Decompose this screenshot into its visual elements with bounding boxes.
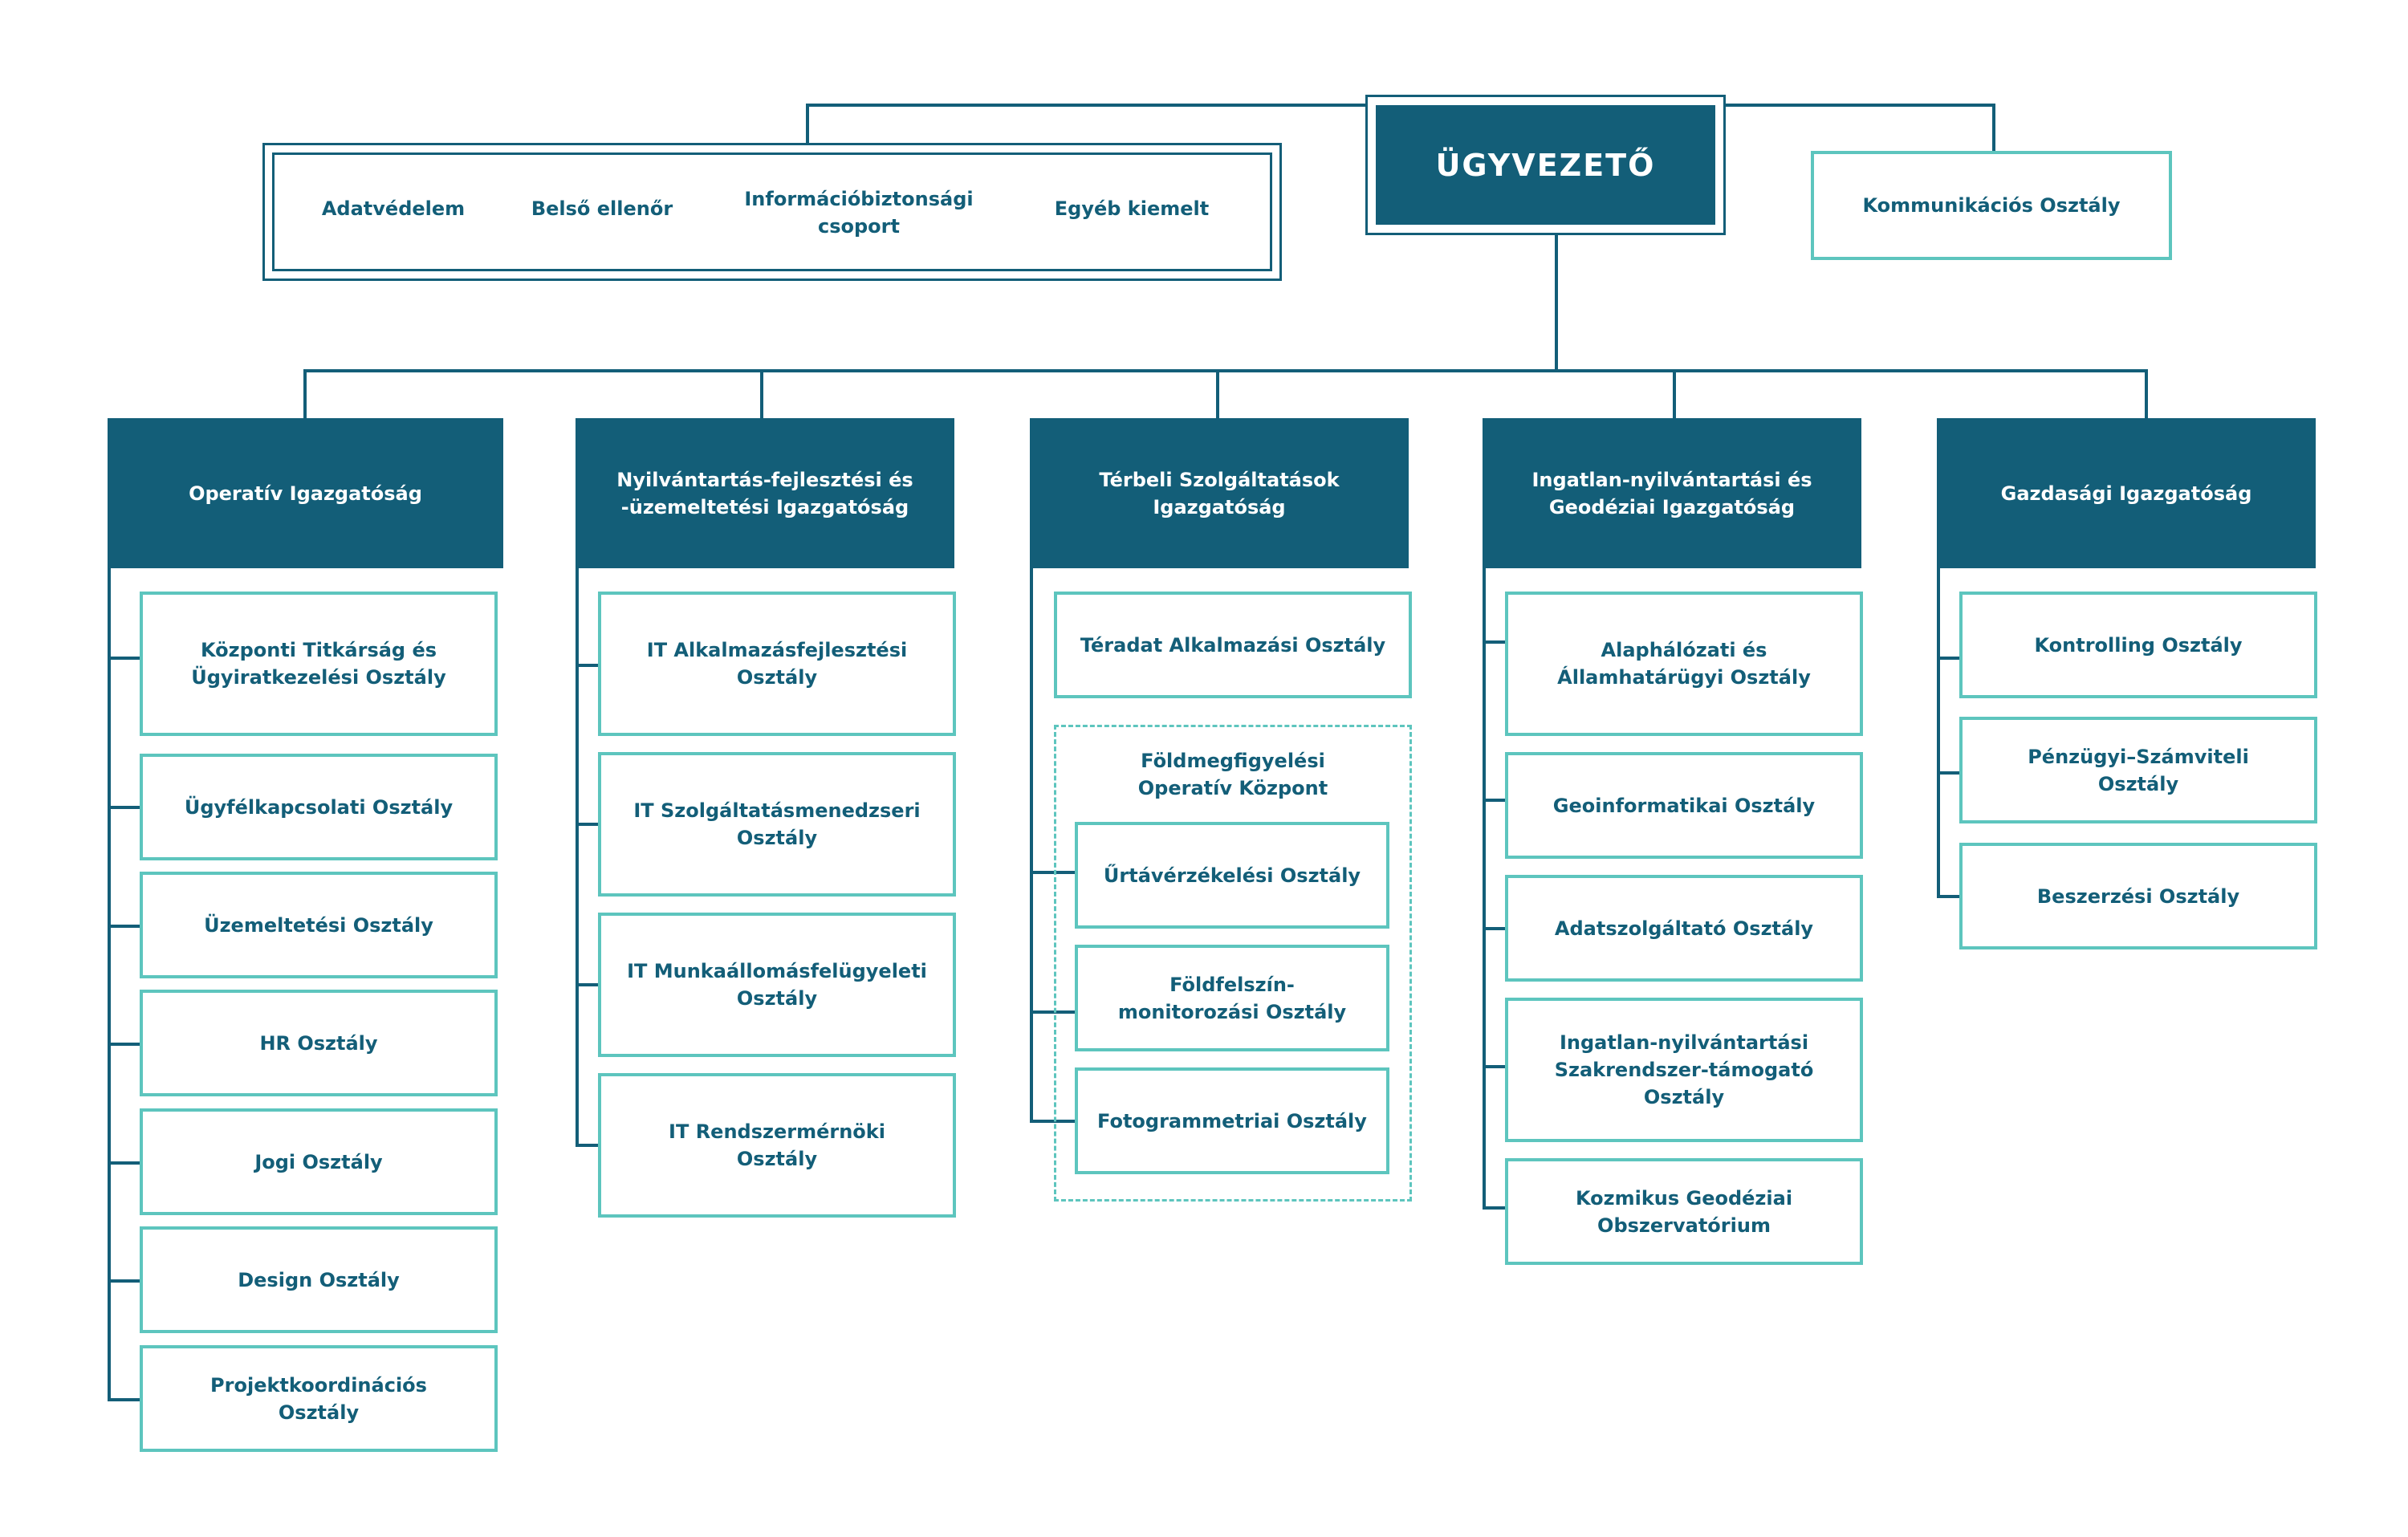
- connector-line: [1216, 369, 1219, 419]
- department-box: Fotogrammetriai Osztály: [1075, 1067, 1389, 1174]
- connector-line: [760, 369, 763, 419]
- connector-line: [1937, 657, 1959, 660]
- department-box: Üzemeltetési Osztály: [140, 872, 498, 978]
- staff-unit-belso-ellenor: Belső ellenőr: [531, 197, 673, 220]
- connector-line: [108, 1043, 140, 1046]
- directorate-header-terbeli: Térbeli Szolgáltatások Igazgatóság: [1030, 418, 1409, 568]
- connector-line: [2145, 369, 2148, 419]
- department-box: Központi Titkárság és Ügyiratkezelési Os…: [140, 592, 498, 736]
- connector-line: [1937, 771, 1959, 775]
- communications-box: Kommunikációs Osztály: [1811, 151, 2172, 260]
- connector-line: [1030, 567, 1033, 1123]
- department-box: Ingatlan-nyilvántartási Szakrendszer-tám…: [1505, 998, 1863, 1142]
- connector-line: [1030, 871, 1075, 874]
- operative-center-frame: [1054, 725, 1412, 1202]
- staff-unit-informaciobiztonsagi: Információbiztonsági csoport: [744, 188, 974, 238]
- operative-center-title: Földmegfigyelési Operatív Központ: [1137, 750, 1328, 799]
- department-box: IT Alkalmazásfejlesztési Osztály: [598, 592, 956, 736]
- department-box: Adatszolgáltató Osztály: [1505, 875, 1863, 982]
- connector-line: [1673, 369, 1676, 419]
- staff-unit-adatvedelem: Adatvédelem: [321, 197, 466, 220]
- connector-line: [303, 369, 2148, 372]
- department-box: Design Osztály: [140, 1226, 498, 1333]
- directorate-header-operativ: Operatív Igazgatóság: [108, 418, 503, 568]
- ceo-box: ÜGYVEZETŐ: [1376, 105, 1715, 225]
- connector-line: [576, 1144, 598, 1147]
- connector-line: [1724, 104, 1995, 107]
- department-box: HR Osztály: [140, 990, 498, 1096]
- department-box: Geoinformatikai Osztály: [1505, 752, 1863, 859]
- directorate-header-gazdasagi: Gazdasági Igazgatóság: [1937, 418, 2316, 568]
- department-box: Űrtávérzékelési Osztály: [1075, 822, 1389, 929]
- connector-line: [108, 1161, 140, 1165]
- connector-line: [806, 104, 1368, 107]
- connector-line: [1483, 1065, 1505, 1068]
- department-box: Kozmikus Geodéziai Obszervatórium: [1505, 1158, 1863, 1265]
- department-box: Kontrolling Osztály: [1959, 592, 2317, 698]
- directorate-header-ingatlan: Ingatlan-nyilvántartási és Geodéziai Iga…: [1483, 418, 1861, 568]
- staff-units-inner-frame: [272, 152, 1272, 271]
- department-box: IT Szolgáltatásmenedzseri Osztály: [598, 752, 956, 897]
- staff-units-frame: [262, 143, 1282, 281]
- connector-line: [108, 1279, 140, 1283]
- connector-line: [576, 664, 598, 667]
- connector-line: [303, 369, 307, 419]
- connector-line: [806, 104, 809, 145]
- department-box: IT Munkaállomásfelügyeleti Osztály: [598, 913, 956, 1057]
- department-box: Alaphálózati és Államhatárügyi Osztály: [1505, 592, 1863, 736]
- department-box: Pénzügyi–Számviteli Osztály: [1959, 717, 2317, 823]
- connector-line: [1030, 1010, 1075, 1014]
- department-box: Projektkoordinációs Osztály: [140, 1345, 498, 1452]
- connector-line: [1937, 567, 1940, 898]
- department-box: Jogi Osztály: [140, 1108, 498, 1215]
- connector-line: [1483, 1206, 1505, 1210]
- connector-line: [108, 806, 140, 809]
- department-box: Ügyfélkapcsolati Osztály: [140, 754, 498, 860]
- connector-line: [576, 983, 598, 986]
- connector-line: [108, 925, 140, 928]
- connector-line: [1555, 234, 1558, 371]
- connector-line: [1483, 927, 1505, 930]
- staff-unit-egyeb-kiemelt: Egyéb kiemelt: [1054, 197, 1210, 220]
- connector-line: [576, 567, 579, 1147]
- directorate-header-nyilvantartas: Nyilvántartás-fejlesztési és -üzemelteté…: [576, 418, 954, 568]
- connector-line: [108, 1398, 140, 1401]
- connector-line: [1483, 799, 1505, 802]
- connector-line: [576, 823, 598, 826]
- department-box: Beszerzési Osztály: [1959, 843, 2317, 949]
- connector-line: [1030, 1120, 1075, 1123]
- department-box: Földfelszín- monitorozási Osztály: [1075, 945, 1389, 1051]
- connector-line: [1483, 567, 1486, 1210]
- connector-line: [1937, 895, 1959, 898]
- connector-line: [108, 657, 140, 660]
- connector-line: [108, 567, 111, 1401]
- connector-line: [1992, 104, 1995, 153]
- department-box: Téradat Alkalmazási Osztály: [1054, 592, 1412, 698]
- department-box: IT Rendszermérnöki Osztály: [598, 1073, 956, 1218]
- connector-line: [1483, 640, 1505, 644]
